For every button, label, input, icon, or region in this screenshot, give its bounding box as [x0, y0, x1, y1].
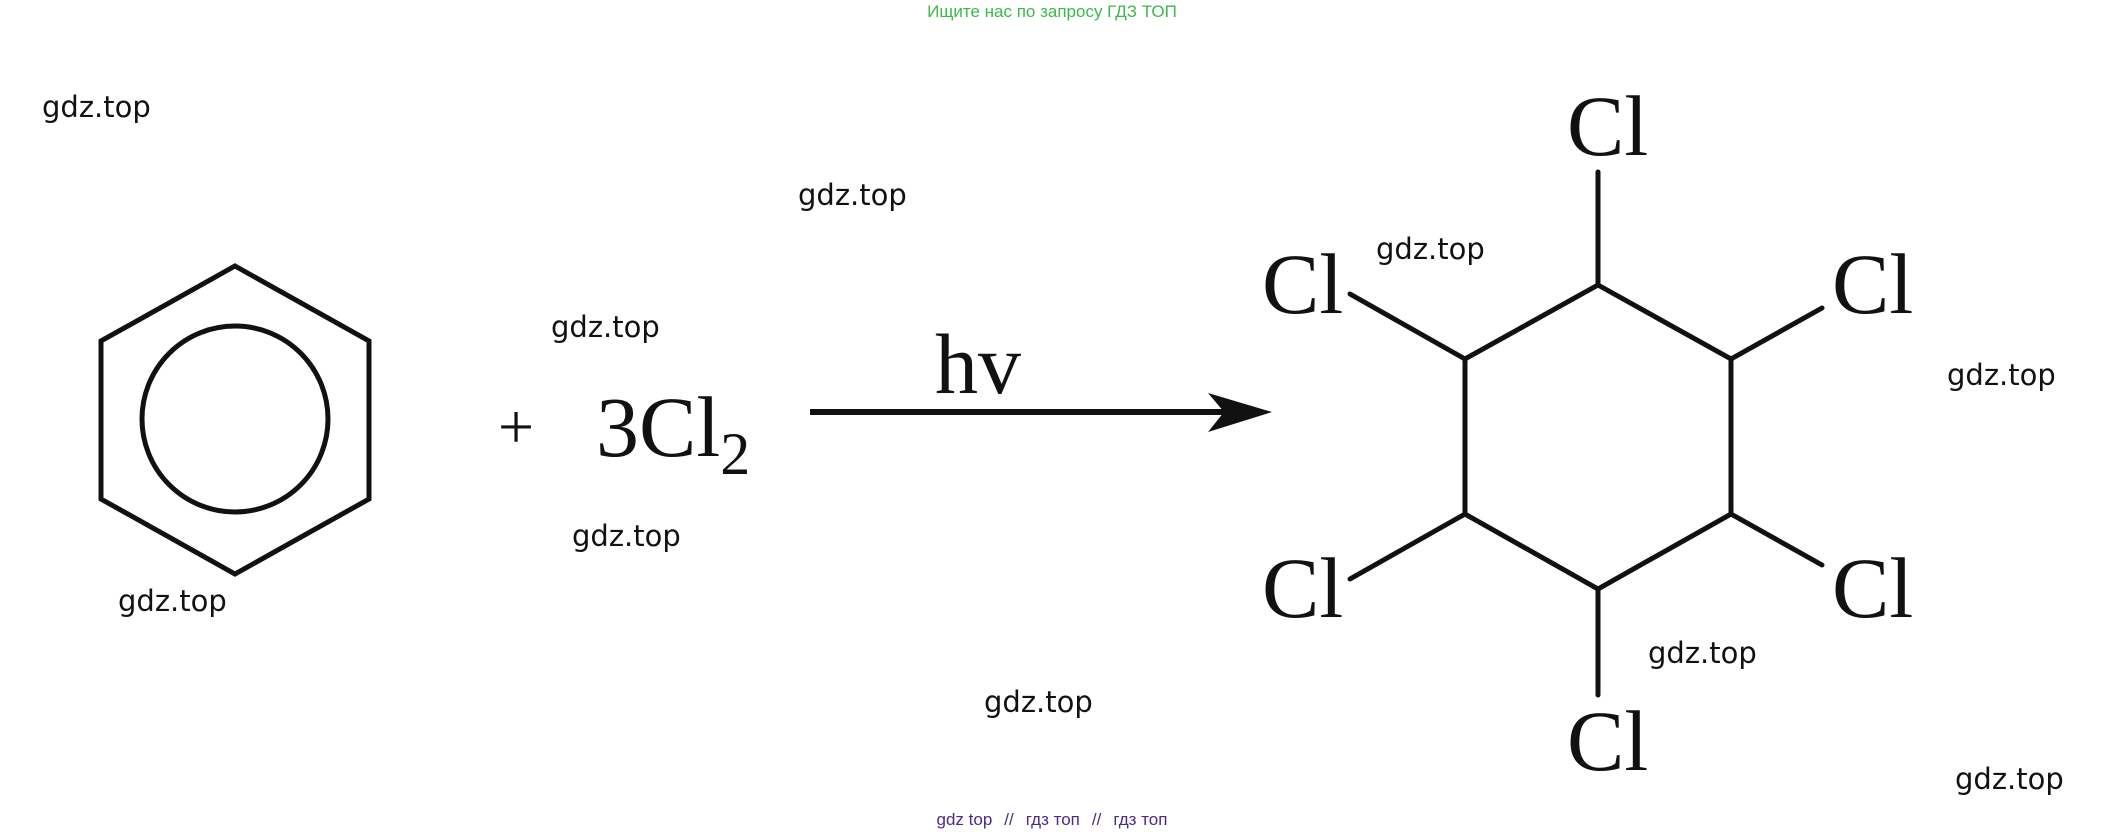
bond-upper-right — [1728, 305, 1825, 362]
cyclohexane-ring — [1462, 282, 1734, 592]
benzene-aromatic-circle — [139, 323, 331, 515]
chlorine-top: Cl — [1567, 78, 1648, 174]
reagent-subscript: 2 — [720, 421, 750, 487]
bond-lower-right — [1728, 511, 1825, 568]
benzene-structure — [98, 263, 372, 577]
footer-separator: // — [1091, 810, 1102, 829]
footer-link[interactable]: гдз топ — [1113, 810, 1168, 829]
benzene-hexagon — [98, 263, 372, 577]
watermark: gdz.top — [984, 685, 1093, 719]
chlorine-upper-left: Cl — [1262, 236, 1343, 332]
chlorine-lower-left: Cl — [1262, 540, 1343, 636]
bond-lower-left — [1347, 511, 1468, 582]
watermark: gdz.top — [42, 90, 151, 124]
footer-link[interactable]: gdz top — [936, 810, 993, 829]
watermark: gdz.top — [572, 519, 681, 553]
reagent-formula: 3Cl2 — [596, 379, 750, 487]
watermark: gdz.top — [798, 178, 907, 212]
watermark: gdz.top — [1648, 636, 1757, 670]
watermark: gdz.top — [118, 584, 227, 618]
plus-sign: + — [498, 391, 534, 462]
header-banner[interactable]: Ищите нас по запросу ГДЗ ТОП — [927, 2, 1177, 21]
footer-separator: // — [1004, 810, 1014, 829]
watermark: gdz.top — [1376, 232, 1485, 266]
chlorine-upper-right: Cl — [1832, 236, 1913, 332]
reaction-condition: hv — [935, 316, 1021, 412]
footer-links: gdz top // гдз топ // гдз топ — [0, 810, 2104, 830]
hexachlorocyclohexane-structure — [1347, 169, 1825, 698]
bond-upper-left — [1347, 291, 1468, 362]
footer-link[interactable]: гдз топ — [1025, 810, 1080, 829]
reagent-symbol: Cl — [639, 379, 720, 475]
chlorine-bottom: Cl — [1567, 693, 1648, 789]
watermark: gdz.top — [551, 310, 660, 344]
watermark: gdz.top — [1955, 762, 2064, 796]
chlorine-lower-right: Cl — [1832, 540, 1913, 636]
reagent-coefficient: 3 — [596, 379, 639, 475]
watermark: gdz.top — [1947, 358, 2056, 392]
arrow-head — [1208, 393, 1272, 432]
reaction-arrow — [810, 393, 1272, 432]
